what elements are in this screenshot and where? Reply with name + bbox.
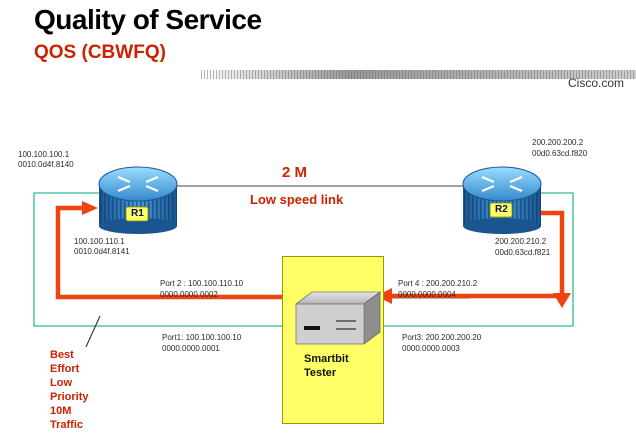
router-r2-name: R2 [495, 204, 508, 215]
traffic-note-line: Traffic [50, 419, 84, 431]
router-arrows-icon [117, 175, 159, 193]
traffic-arrow-r2-to-port4 [378, 210, 565, 299]
tester-label-line1: Smartbit [304, 353, 349, 365]
header-divider [0, 70, 636, 79]
port4-mac: 0000.0000.0004 [398, 290, 456, 299]
r1-upper-ip: 100.100.100.1 [18, 150, 70, 159]
tester-label-line2: Tester [304, 367, 337, 379]
cable-r1-port1 [33, 192, 294, 327]
traffic-note-line: Priority [50, 391, 89, 403]
r1-upper-mac: 0010.0d4f.8140 [18, 160, 74, 169]
router-r1[interactable] [98, 166, 178, 234]
port2-mac: 0000.0000.0002 [160, 290, 218, 299]
r2-upper-mac: 00d0.63cd.f820 [532, 149, 588, 158]
arrowhead-down [553, 293, 571, 308]
tester-front-face [295, 303, 365, 345]
port3-mac: 0000.0000.0003 [402, 344, 460, 353]
traffic-note-pointer [85, 315, 101, 348]
router-r2[interactable] [462, 166, 542, 234]
link-bandwidth: 2 M [282, 164, 308, 181]
tester-slot-icon [304, 326, 320, 330]
r2-lower-mac: 00d0.63cd.f821 [495, 248, 551, 257]
cable-port3-r2 [372, 192, 574, 327]
port2-label: Port 2 : 100.100.110.10 [160, 279, 244, 288]
traffic-note-line: Low [50, 377, 72, 389]
port3-label: Port3: 200.200.200.20 [402, 333, 482, 342]
router-arrows-icon [481, 175, 523, 193]
page-subtitle: QOS (CBWFQ) [34, 42, 166, 63]
router-r1-name: R1 [131, 208, 144, 219]
traffic-note: Best Effort Low Priority 10M Traffic [50, 348, 89, 432]
r2-lower-ip: 200.200.210.2 [495, 237, 547, 246]
page-title: Quality of Service [34, 4, 262, 35]
traffic-flow-arrows [55, 205, 565, 300]
r2-upper-ip: 200.200.200.2 [532, 138, 584, 147]
arrowhead-left-port4 [376, 288, 392, 304]
link-label: Low speed link [250, 192, 344, 207]
brand-label: Cisco.com [567, 76, 624, 90]
port4-label: Port 4 : 200.200.210.2 [398, 279, 478, 288]
arrowhead-right-r1 [82, 201, 98, 215]
traffic-note-line: Effort [50, 363, 80, 375]
r1-lower-mac: 0010.0d4f.8141 [74, 247, 130, 256]
traffic-note-line: 10M [50, 405, 72, 417]
traffic-note-line: Best [50, 349, 74, 361]
traffic-arrow-port2-to-r1 [55, 205, 294, 300]
port1-mac: 0000.0000.0001 [162, 344, 220, 353]
r1-lower-ip: 100.100.110.1 [74, 237, 125, 246]
port1-label: Port1: 100.100.100.10 [162, 333, 242, 342]
